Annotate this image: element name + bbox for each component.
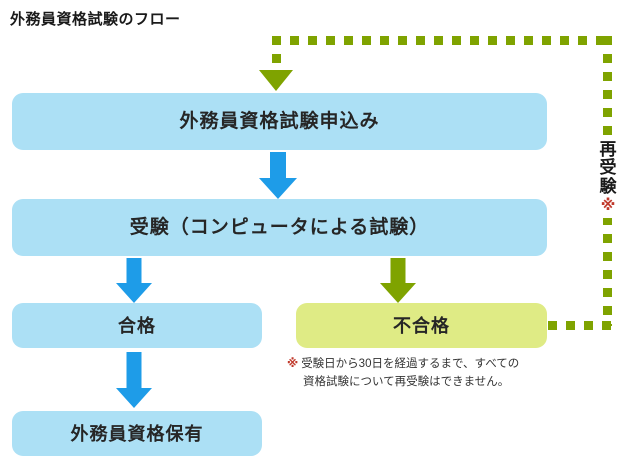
arrow-head xyxy=(259,178,297,199)
retake-path-down-vertical xyxy=(272,36,281,72)
footnote-reference-mark: ※ xyxy=(287,358,299,370)
node-qualification-held[interactable]: 外務員資格保有 xyxy=(12,411,262,456)
retake-path-from-fail-segment xyxy=(548,321,612,330)
retake-vertical-label: 再 受 験 ※ xyxy=(596,138,620,218)
retake-path-top-horizontal xyxy=(272,36,612,45)
arrow-down-icon-exam-to-pass xyxy=(116,258,152,303)
arrow-shaft xyxy=(126,352,142,389)
arrow-head xyxy=(116,388,152,408)
node-pass[interactable]: 合格 xyxy=(12,303,262,348)
page-title: 外務員資格試験のフロー xyxy=(10,11,181,28)
retake-arrowhead-icon xyxy=(259,70,293,91)
node-examination[interactable]: 受験（コンピュータによる試験） xyxy=(12,199,547,256)
footnote-line-2: 資格試験について再受験はできません。 xyxy=(303,375,510,388)
arrow-shaft xyxy=(390,258,406,285)
retake-char-2: 受 xyxy=(599,158,617,178)
footnote: ※受験日から30日を経過するまで、すべての 資格試験について再受験はできません。 xyxy=(287,356,587,392)
arrow-shaft xyxy=(126,258,142,285)
retake-char-3: 験 xyxy=(599,176,617,196)
node-fail-label: 不合格 xyxy=(393,315,450,336)
arrow-down-icon-exam-to-fail xyxy=(380,258,416,303)
footnote-line-1: 受験日から30日を経過するまで、すべての xyxy=(301,358,520,370)
retake-reference-mark: ※ xyxy=(600,197,616,215)
arrow-shaft xyxy=(270,152,286,180)
node-qualification-held-label: 外務員資格保有 xyxy=(70,423,204,444)
node-pass-label: 合格 xyxy=(118,315,156,336)
arrow-down-icon-pass-to-held xyxy=(116,352,152,408)
arrow-head xyxy=(380,283,416,303)
arrow-head xyxy=(116,283,152,303)
retake-char-1: 再 xyxy=(599,140,617,159)
node-application-label: 外務員資格試験申込み xyxy=(179,111,380,132)
node-fail[interactable]: 不合格 xyxy=(296,303,547,348)
arrow-down-icon-application-to-exam xyxy=(259,152,297,199)
node-application[interactable]: 外務員資格試験申込み xyxy=(12,93,547,150)
node-examination-label: 受験（コンピュータによる試験） xyxy=(129,217,430,238)
